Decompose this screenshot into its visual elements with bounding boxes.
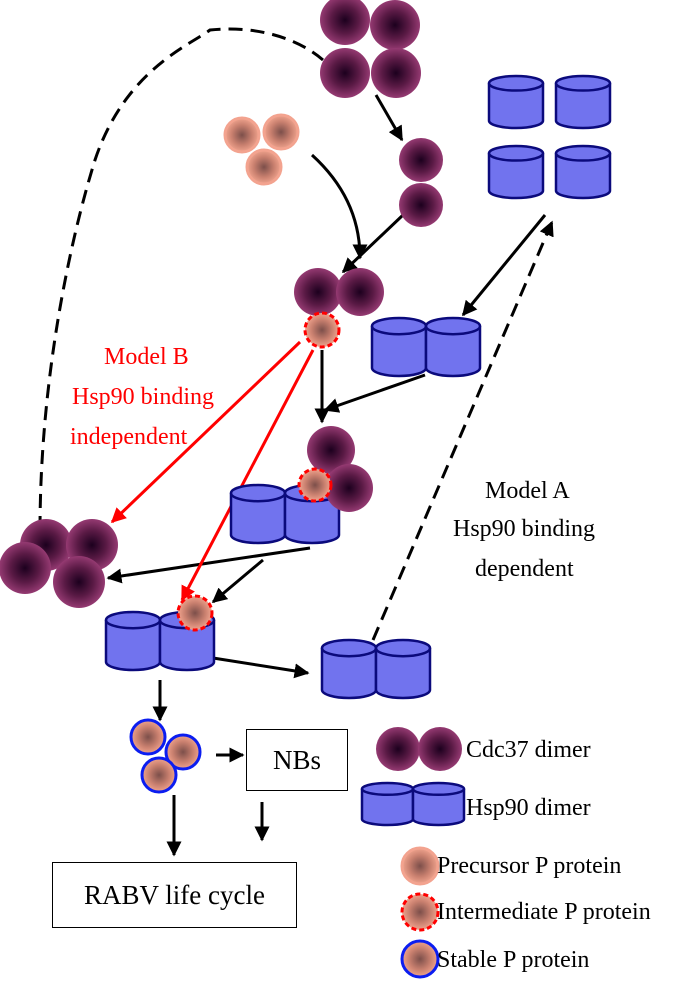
hsp90-dimer-released-right [374, 638, 432, 700]
hsp90-dimer-released-left [320, 638, 378, 700]
cdc37-tetramer-2 [370, 0, 420, 50]
legend-stable-label: Stable P protein [437, 947, 590, 973]
cdc37-complex-2 [336, 268, 384, 316]
precursor-p-3 [245, 148, 283, 186]
precursor-p-2 [262, 113, 300, 151]
legend-stable-icon [400, 939, 440, 979]
hsp90-tetramer-to-dimer-arrow [461, 214, 547, 317]
model-b-label-line1: Model B [104, 344, 189, 370]
hsp90-dimer-p-bound-left [104, 610, 162, 672]
model-b-p-direct-arrow [180, 349, 315, 602]
p-protein-layer [129, 113, 440, 979]
ternary-to-hsp90-p-arrow [211, 558, 264, 604]
arrows-layer [38, 27, 554, 857]
legend-precursor-label: Precursor P protein [437, 853, 622, 879]
hsp90-dimer-join-arrow [323, 373, 426, 413]
hsp90-release-arrow [212, 656, 310, 679]
legend-intermediate-icon [400, 892, 440, 932]
intermediate-p-ternary [297, 467, 333, 503]
hsp90-dimer-free-left [370, 316, 428, 378]
model-b-label-line2: Hsp90 binding [72, 384, 215, 410]
legend-cdc37-icon-1 [376, 727, 420, 771]
model-b-cdc37-release-arrow [110, 340, 302, 524]
hsp90-tetramer-b [554, 74, 612, 130]
hsp90-tetramer-d [554, 144, 612, 200]
legend-intermediate-label: Intermediate P protein [437, 899, 651, 925]
cdc37-release-arrow [106, 546, 311, 584]
legend-hsp90-icon-left [360, 781, 415, 827]
cdc37-dimer-1 [399, 138, 443, 182]
hsp90-tetramer-a [487, 74, 545, 130]
cdc37-tetramer-4 [371, 48, 421, 98]
rabv-life-cycle-label: RABV life cycle [84, 879, 265, 910]
model-a-recycle-dashed-arrow [371, 220, 554, 641]
cdc37-dimer-to-complex-arrow [341, 213, 405, 274]
hsp90-dimer-free-right [424, 316, 482, 378]
model-a-label-line3: dependent [475, 556, 574, 582]
model-a-label-line1: Model A [485, 478, 570, 504]
cdc37-dimer-2 [399, 183, 443, 227]
precursor-to-complex-arrow [310, 153, 368, 260]
legend-hsp90-label: Hsp90 dimer [466, 795, 591, 821]
precursor-p-1 [223, 116, 261, 154]
rabv-life-cycle-box: RABV life cycle [52, 862, 297, 928]
legend-cdc37-label: Cdc37 dimer [466, 737, 591, 763]
stable-p-3 [140, 756, 178, 794]
cdc37-tetramer-to-dimer-arrow [374, 94, 404, 142]
model-a-label-line2: Hsp90 binding [453, 516, 596, 542]
cdc37-ternary-1 [307, 426, 355, 474]
cdc37-tetramer-1 [320, 0, 370, 45]
legend-cdc37-icon-2 [418, 727, 462, 771]
legend-hsp90-icon-right [411, 781, 466, 827]
cdc37-released-3 [0, 542, 51, 594]
cdc37-tetramer-3 [320, 48, 370, 98]
model-b-recycle-dashed-line [38, 27, 324, 531]
cdc37-layer [0, 0, 462, 771]
intermediate-p-hsp90 [176, 594, 214, 632]
intermediate-p-complex [303, 311, 341, 349]
stable-p-1 [129, 718, 167, 756]
nbs-box: NBs [246, 729, 348, 791]
hsp90-dimer-ternary-left [229, 483, 287, 545]
hsp90-tetramer-c [487, 144, 545, 200]
stable-p-2 [164, 733, 202, 771]
legend-precursor-icon [400, 846, 440, 886]
cdc37-ternary-2 [325, 464, 373, 512]
nbs-box-label: NBs [272, 744, 321, 775]
cdc37-complex-1 [294, 268, 342, 316]
cdc37-released-4 [53, 556, 105, 608]
model-b-label-line3: independent [70, 424, 188, 450]
